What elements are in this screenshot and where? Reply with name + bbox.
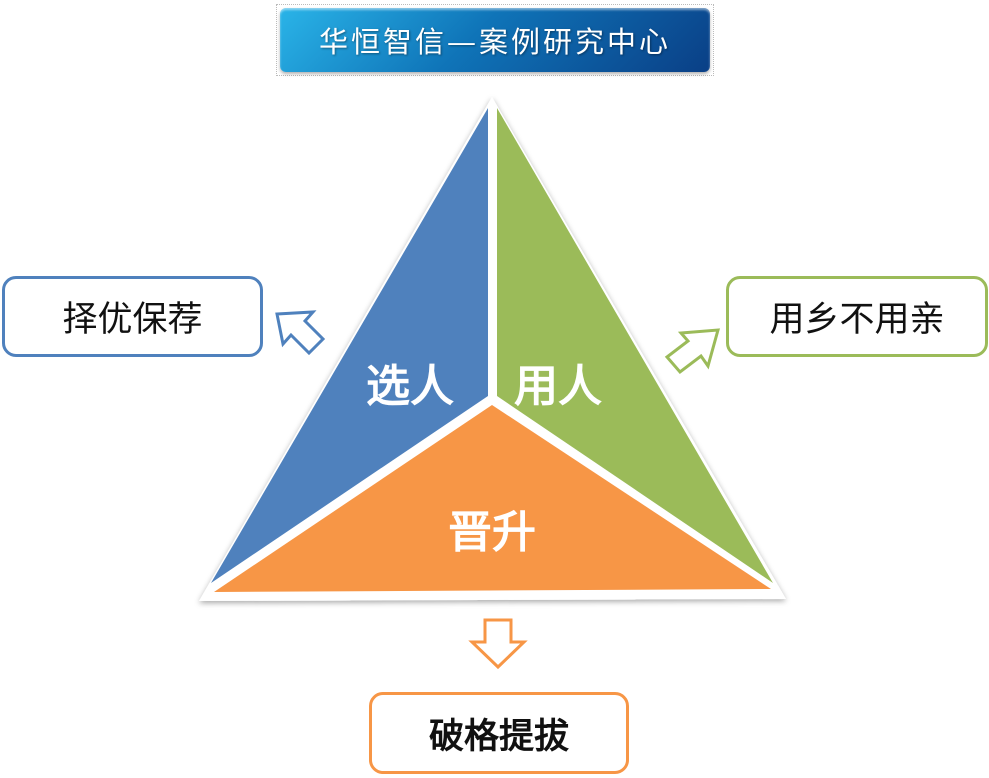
promote-label: 晋升 — [448, 507, 536, 558]
arrow-left-icon — [275, 310, 326, 356]
select-label: 选人 — [366, 361, 454, 412]
promote-segment — [214, 405, 771, 592]
use-label: 用人 — [514, 361, 602, 412]
title-banner-background: 华恒智信—案例研究中心 — [280, 8, 710, 72]
use-segment — [497, 108, 773, 583]
arrow-down-icon — [468, 618, 528, 670]
outcome-box-right: 用乡不用亲 — [726, 276, 988, 357]
select-segment — [211, 108, 488, 583]
title-banner: 华恒智信—案例研究中心 — [276, 4, 714, 76]
outcome-right-text: 用乡不用亲 — [769, 300, 945, 340]
arrow-right-icon — [664, 328, 721, 375]
outcome-box-left: 择优保荐 — [2, 276, 263, 357]
outcome-left-text: 择优保荐 — [62, 300, 203, 340]
outcome-bottom-text: 破格提拔 — [428, 716, 569, 757]
title-text: 华恒智信—案例研究中心 — [318, 25, 671, 59]
outcome-box-bottom: 破格提拔 — [369, 692, 629, 774]
